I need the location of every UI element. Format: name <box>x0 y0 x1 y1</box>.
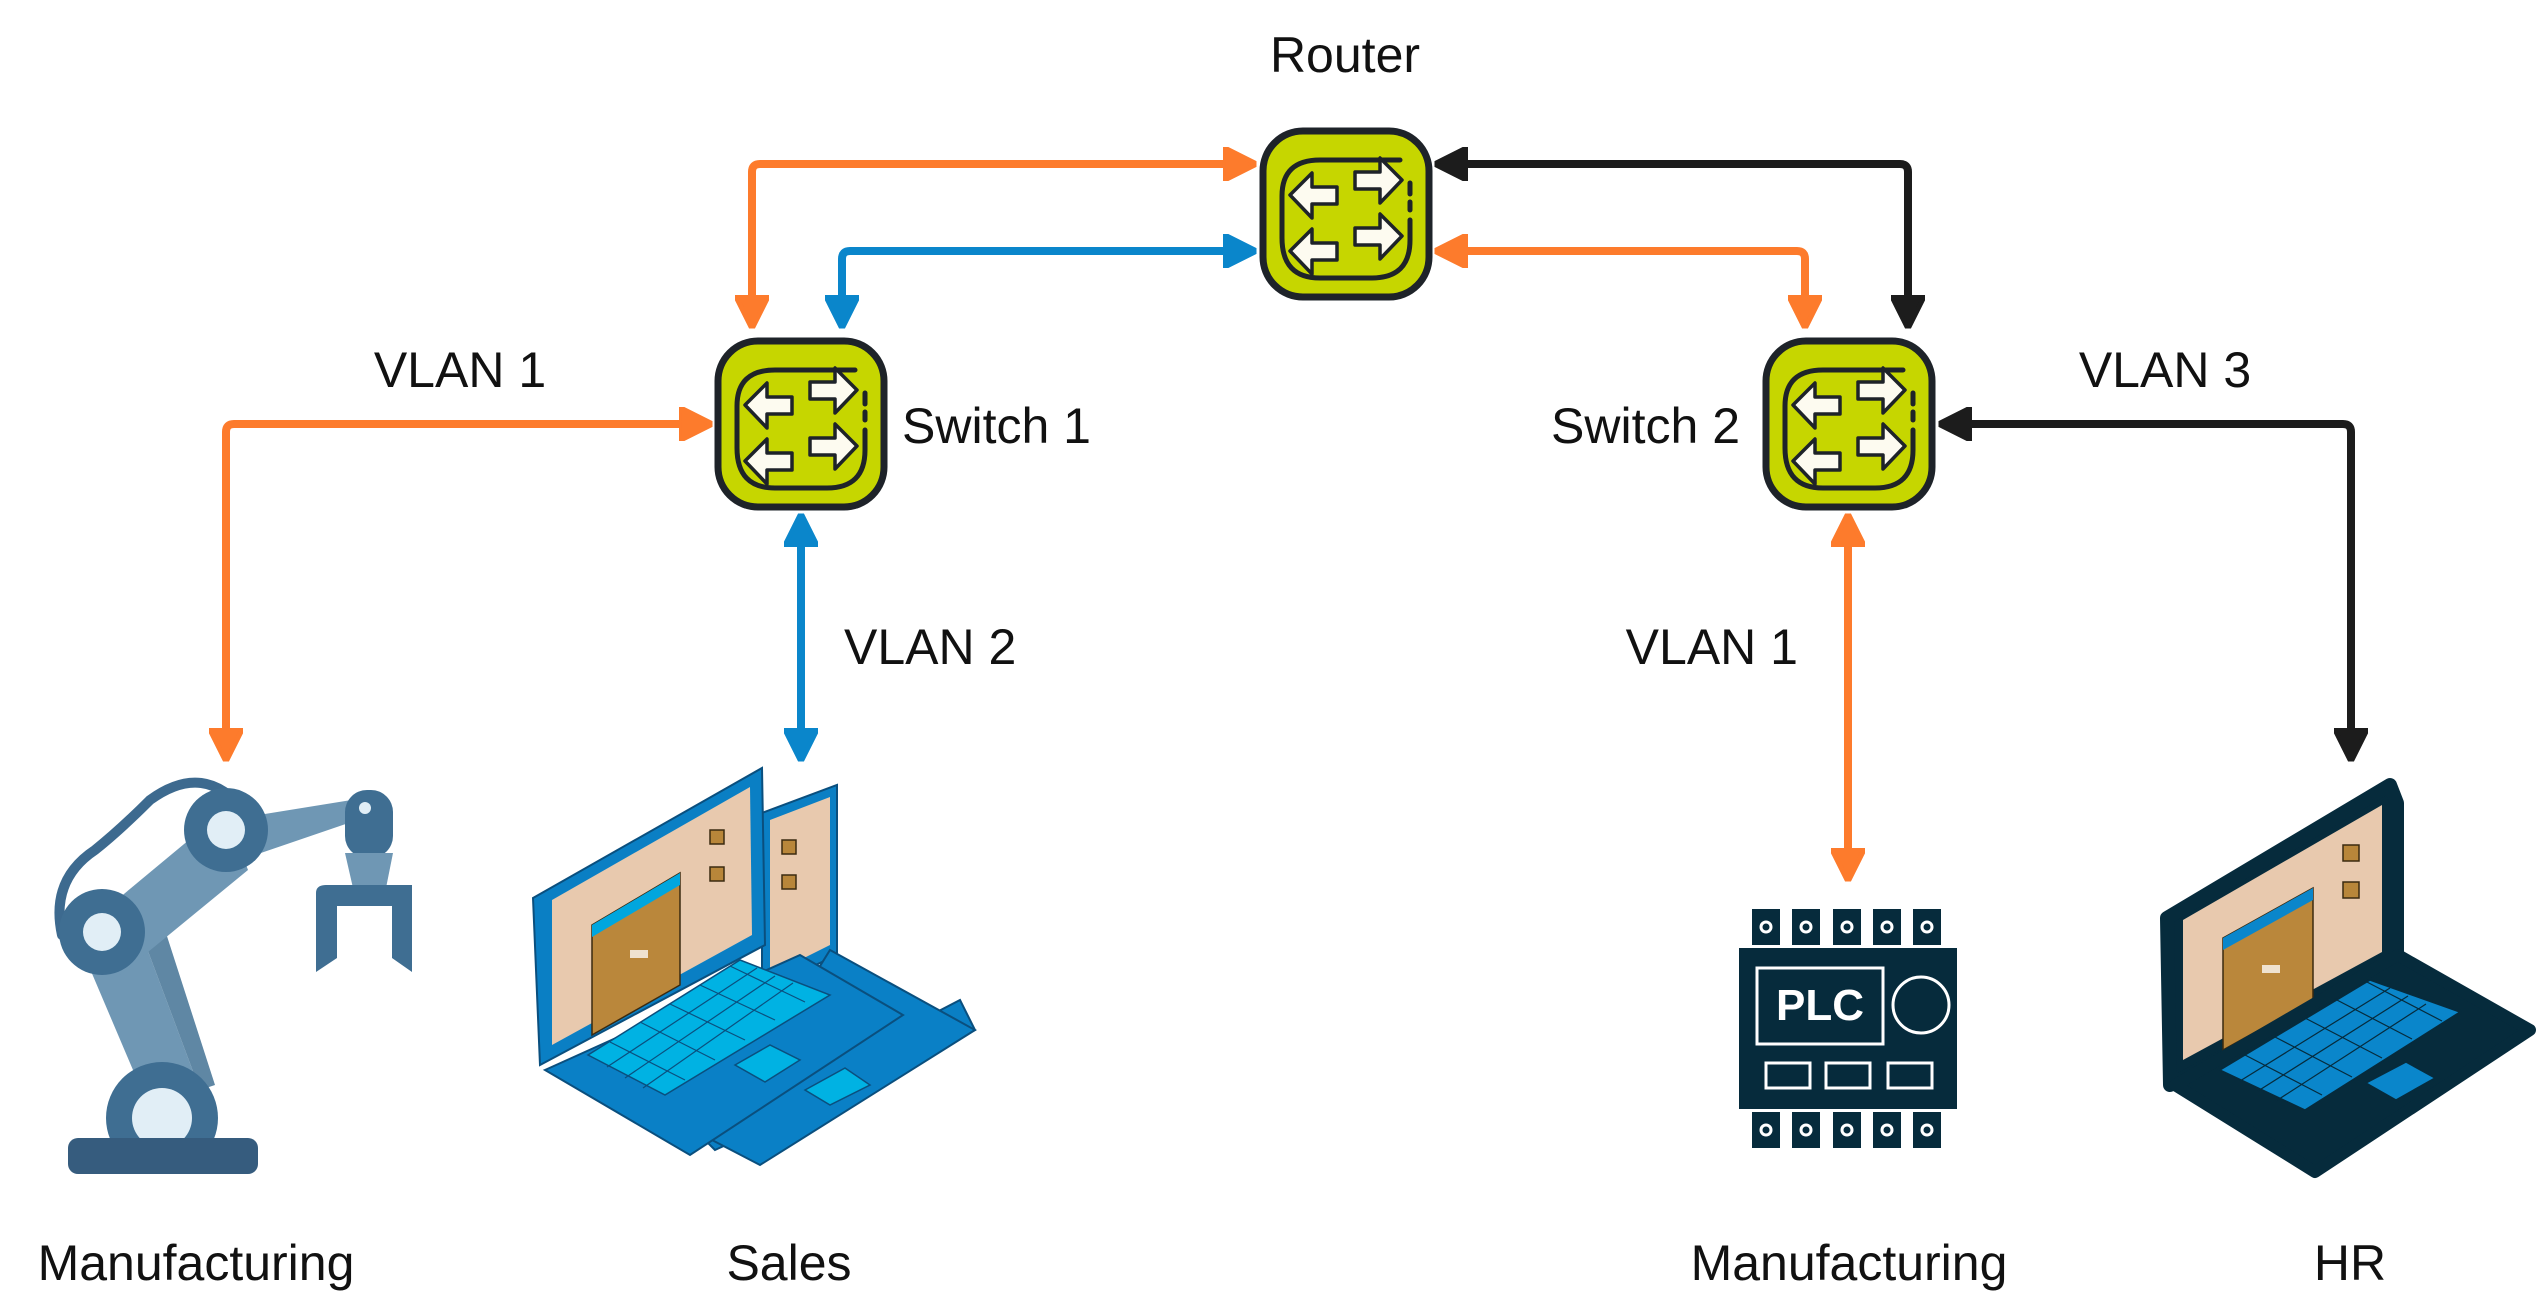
vlan-label-switch2-manufacturing: VLAN 1 <box>1626 619 1798 675</box>
laptops-icon[interactable] <box>531 766 977 1167</box>
router-icon <box>1263 131 1429 297</box>
router-node[interactable] <box>1263 131 1429 297</box>
switch-icon <box>718 341 884 507</box>
switch1-node[interactable] <box>718 341 884 507</box>
robot-arm-icon[interactable] <box>54 777 412 1174</box>
plc-icon[interactable]: PLC <box>1739 909 1957 1148</box>
switch2-node[interactable] <box>1766 341 1932 507</box>
laptop-icon[interactable] <box>2160 778 2536 1178</box>
endpoint-label-hr: HR <box>2314 1235 2386 1291</box>
switch2-label: Switch 2 <box>1551 398 1740 454</box>
vlan-label-switch1-manufacturing: VLAN 1 <box>374 342 546 398</box>
link-switch2-router-vlan3 <box>1441 164 1908 322</box>
endpoint-label-manufacturing-robot: Manufacturing <box>38 1235 355 1291</box>
link-switch2-hr-vlan3 <box>1945 424 2351 755</box>
router-label: Router <box>1270 27 1420 83</box>
link-switch1-manufacturing-vlan1 <box>226 424 706 755</box>
links <box>226 164 2351 875</box>
plc-text: PLC <box>1776 981 1864 1030</box>
link-switch1-router-vlan2 <box>842 251 1250 322</box>
link-switch2-router-vlan1 <box>1441 251 1805 322</box>
switch1-label: Switch 1 <box>902 398 1091 454</box>
vlan-label-switch1-sales: VLAN 2 <box>844 619 1016 675</box>
link-switch1-router-vlan1 <box>752 164 1250 322</box>
endpoint-label-sales: Sales <box>726 1235 851 1291</box>
vlan-label-switch2-hr: VLAN 3 <box>2079 342 2251 398</box>
endpoint-label-manufacturing-plc: Manufacturing <box>1691 1235 2008 1291</box>
switch-icon <box>1766 341 1932 507</box>
